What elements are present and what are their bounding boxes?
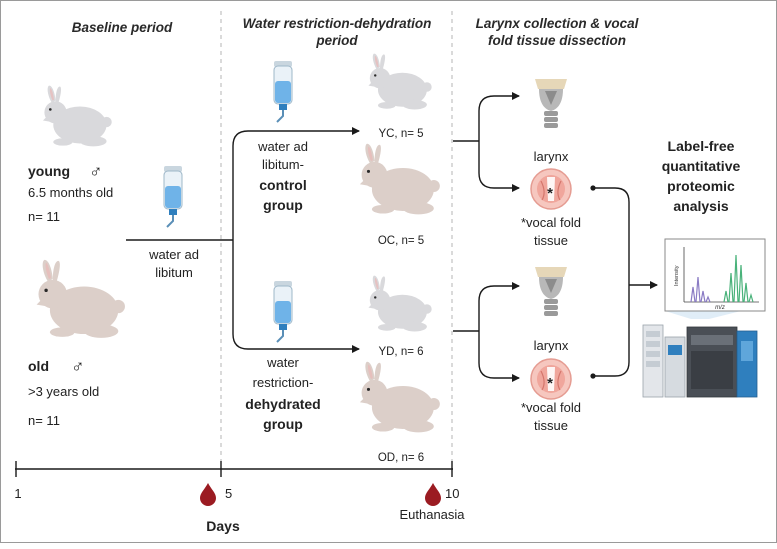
- baseline-water-line2: libitum: [155, 265, 193, 280]
- mass-spectrometer-icon: [642, 324, 758, 398]
- dehydrated-line4: group: [263, 416, 303, 432]
- control-line1: water ad: [257, 139, 308, 154]
- timeline-label-1: 1: [14, 486, 21, 501]
- subgroup-oc: OC, n= 5: [378, 235, 424, 247]
- larynx-icon: [535, 267, 567, 316]
- young-label: young: [28, 163, 70, 179]
- young-age: 6.5 months old: [28, 185, 113, 200]
- water-bottle-icon: [163, 165, 183, 228]
- analysis-line3: proteomic: [667, 178, 735, 194]
- arrow-top-larynx: [478, 92, 520, 141]
- male-symbol-young: ♂: [89, 161, 103, 181]
- vocal-bottom-line1: *vocal fold: [521, 400, 581, 415]
- rabbit-icon: [36, 259, 125, 338]
- analysis-line4: analysis: [673, 198, 728, 214]
- dehydrated-line2: restriction-: [253, 375, 314, 390]
- dehydrated-line3: dehydrated: [245, 396, 320, 412]
- vocal-bottom-line2: tissue: [534, 418, 568, 433]
- subgroup-od: OD, n= 6: [378, 452, 424, 464]
- rabbit-icon: [368, 275, 432, 332]
- control-line4: group: [263, 197, 303, 213]
- rabbit-icon: [359, 361, 440, 433]
- water-bottle-icon: [273, 60, 293, 123]
- larynx-bottom-label: larynx: [534, 338, 569, 353]
- header-restriction-line1: Water restriction-dehydration: [243, 16, 432, 31]
- control-line3: control: [259, 177, 306, 193]
- header-collection-line2: fold tissue dissection: [488, 33, 626, 48]
- water-bottle-icon: [273, 280, 293, 343]
- arrow-bottom-larynx: [478, 282, 520, 331]
- spectrum-xlabel: m/z: [715, 305, 725, 311]
- rabbit-icon: [42, 85, 112, 147]
- timeline-axis-label: Days: [206, 518, 240, 534]
- dehydrated-line1: water: [266, 355, 299, 370]
- timeline-label-10: 10: [445, 486, 459, 501]
- old-age: >3 years old: [28, 384, 99, 399]
- vocal-top-line1: *vocal fold: [521, 215, 581, 230]
- analysis-line2: quantitative: [662, 158, 741, 174]
- subgroup-yd: YD, n= 6: [378, 346, 423, 358]
- baseline-water-line1: water ad: [148, 247, 199, 262]
- vocal-top-asterisk: *: [547, 185, 553, 202]
- old-n: n= 11: [28, 413, 60, 428]
- analysis-line1: Label-free: [668, 138, 735, 154]
- arrow-top-vocal: [478, 141, 520, 192]
- timeline-label-5: 5: [225, 486, 232, 501]
- young-n: n= 11: [28, 209, 60, 224]
- male-symbol-old: ♂: [71, 356, 85, 376]
- vocal-top-line2: tissue: [534, 233, 568, 248]
- timeline-end-label: Euthanasia: [399, 507, 465, 522]
- arrow-bottom-vocal: [478, 331, 520, 382]
- old-label: old: [28, 358, 49, 374]
- spectrum-ylabel: Intensity: [674, 265, 680, 286]
- blood-drop-icon: [425, 483, 441, 506]
- larynx-icon: [535, 79, 567, 128]
- vocal-bottom-asterisk: *: [547, 375, 553, 392]
- subgroup-yc: YC, n= 5: [378, 128, 423, 140]
- rabbit-icon: [368, 53, 432, 110]
- rabbit-icon: [359, 143, 440, 215]
- arrow-to-dehydrated: [232, 240, 360, 353]
- header-restriction-line2: period: [315, 33, 358, 48]
- merge-bracket: [593, 187, 630, 377]
- larynx-top-label: larynx: [534, 149, 569, 164]
- blood-drop-icon: [200, 483, 216, 506]
- spectrum-plot-icon: Intensity m/z: [664, 238, 766, 319]
- arrow-to-control: [232, 127, 360, 240]
- header-baseline: Baseline period: [72, 20, 173, 35]
- header-collection-line1: Larynx collection & vocal: [476, 16, 639, 31]
- control-line2: libitum-: [262, 157, 304, 172]
